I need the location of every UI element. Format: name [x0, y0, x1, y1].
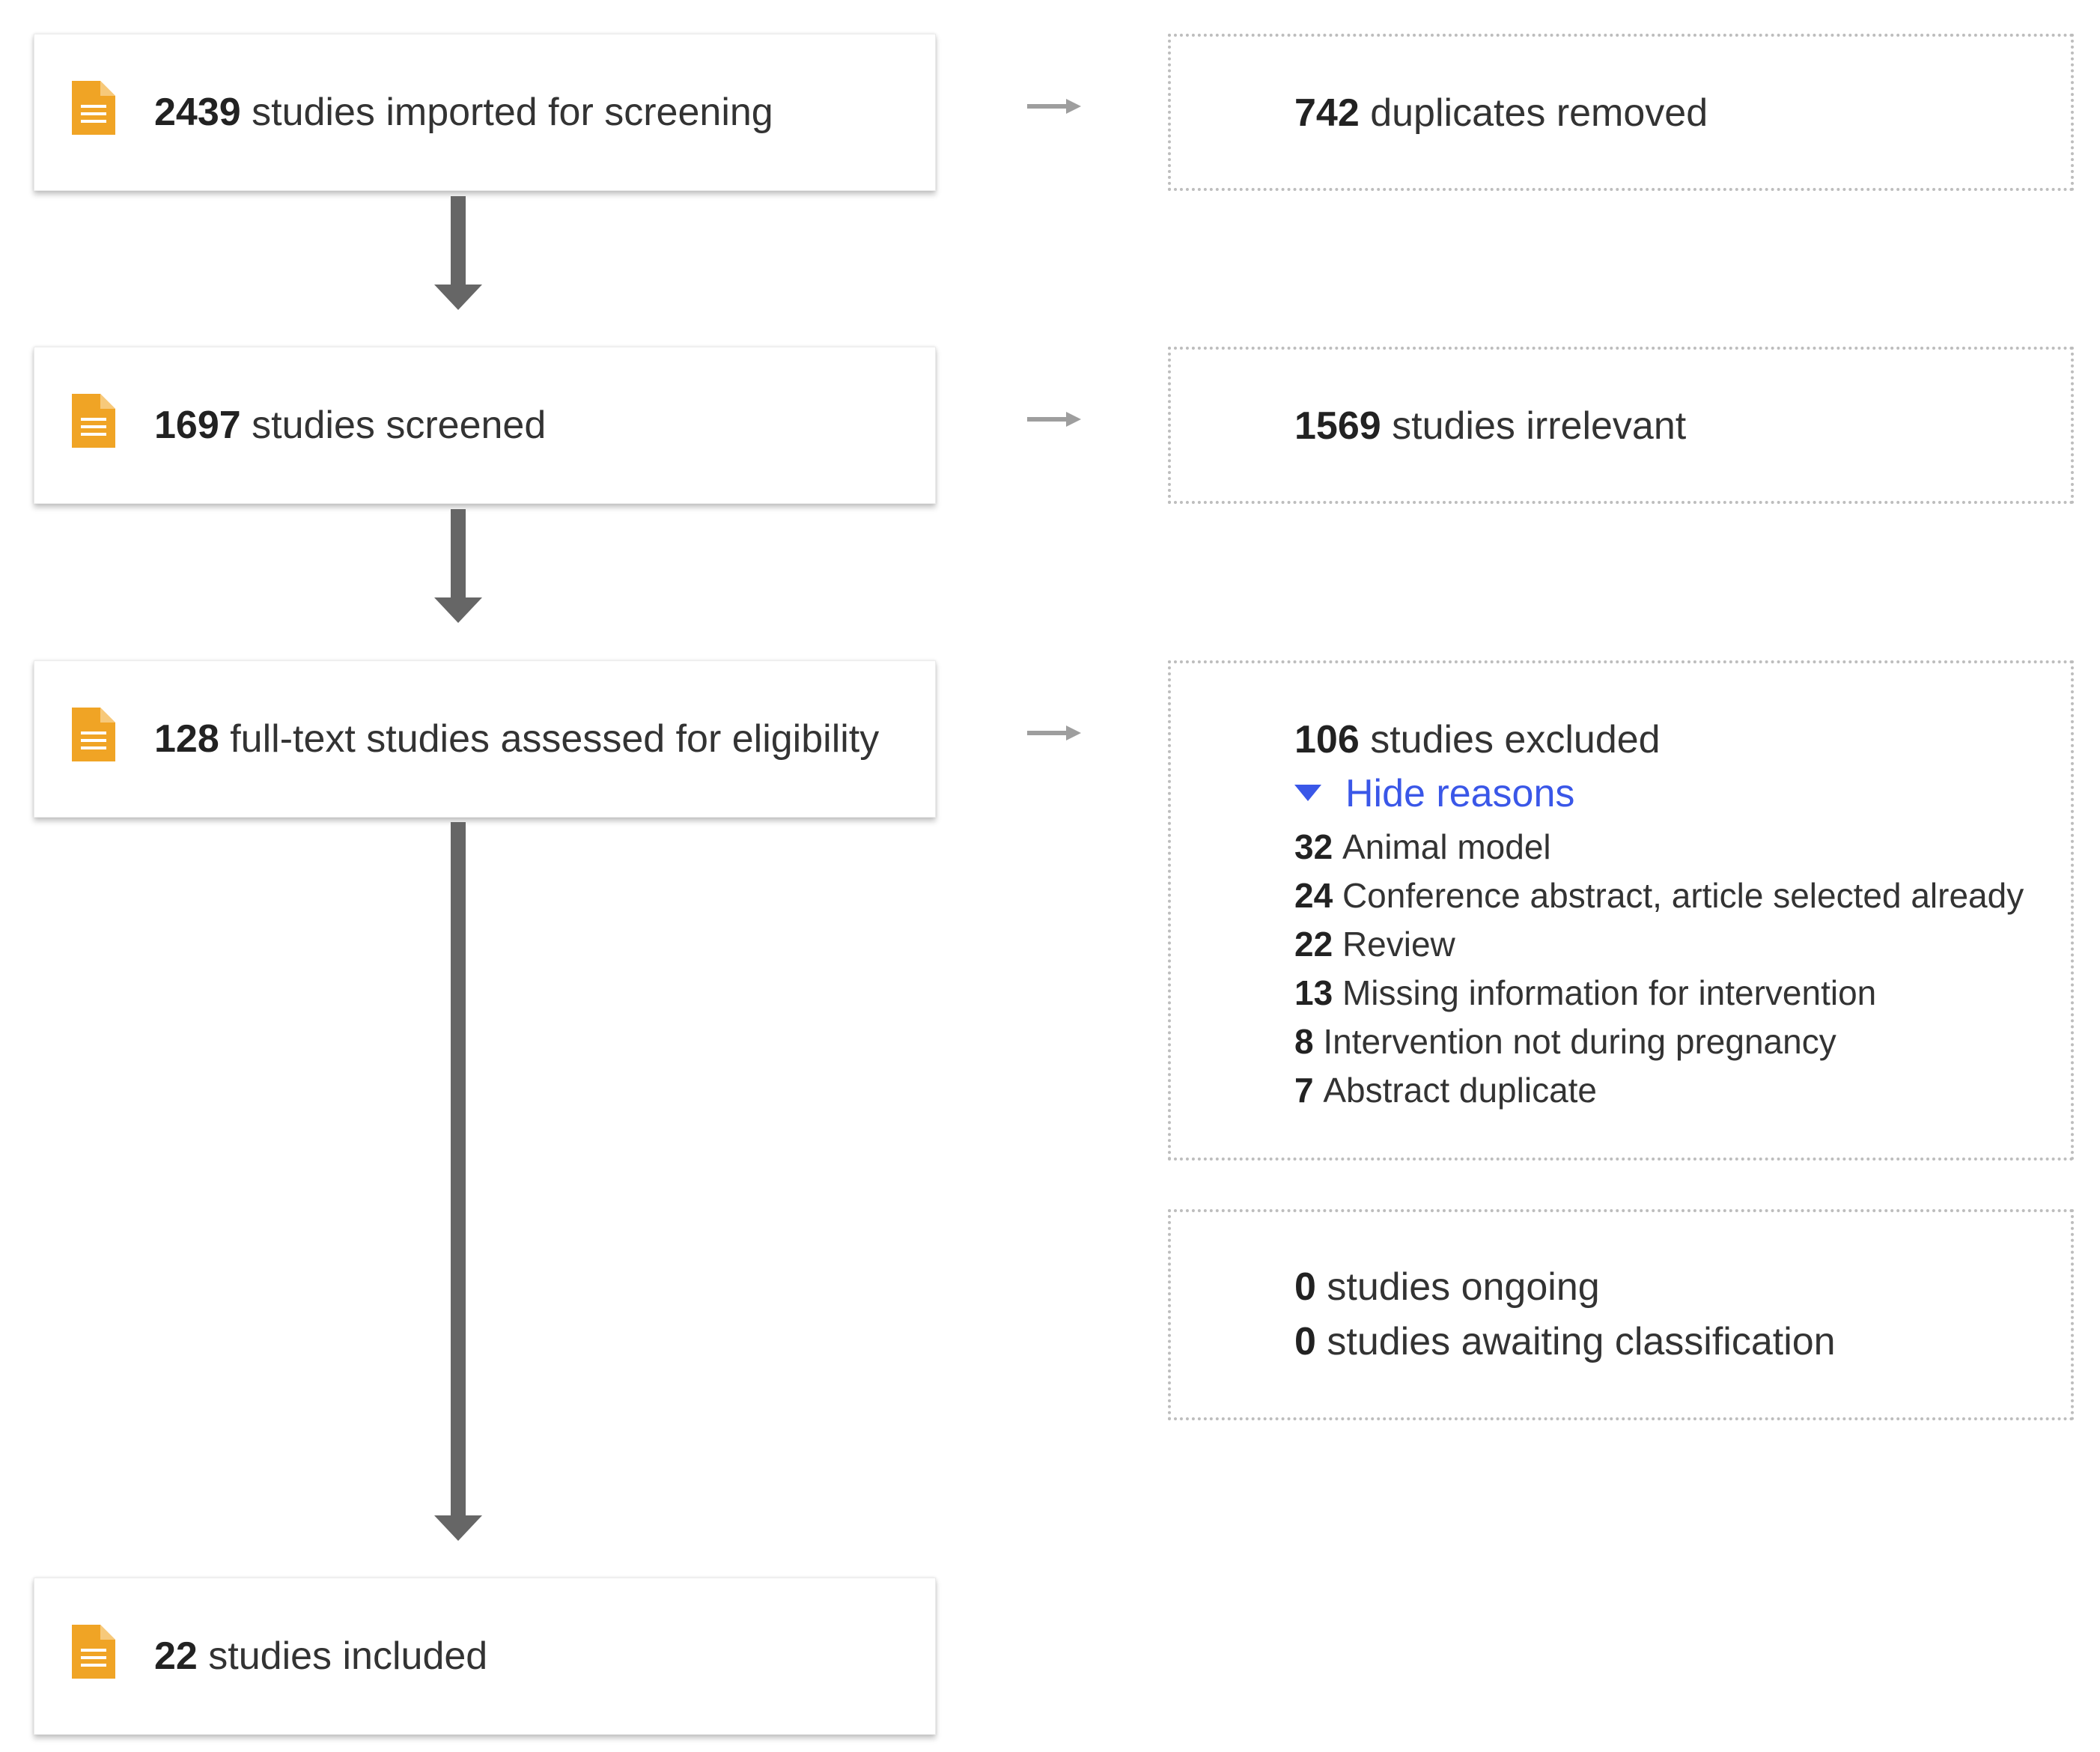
excluded-text: 106 studies excluded: [1294, 717, 1661, 762]
stage-text: 1697 studies screened: [154, 347, 546, 503]
arrow-down-icon: [434, 597, 482, 623]
excluded-box: 106 studies excluded Hide reasons 32 Ani…: [1168, 660, 2074, 1161]
stage-label: full-text studies assessed for eligibili…: [230, 717, 880, 761]
stage-label: studies imported for screening: [252, 91, 773, 134]
awaiting-count: 0: [1294, 1320, 1316, 1363]
excluded-label: studies excluded: [1370, 718, 1661, 761]
arrow-down-icon: [434, 1515, 482, 1541]
stage-count: 1697: [154, 404, 241, 447]
ongoing-label: studies ongoing: [1327, 1265, 1600, 1309]
triangle-down-icon: [1294, 785, 1321, 802]
reason-label: Intervention not during pregnancy: [1323, 1022, 1836, 1061]
stage-label: studies screened: [252, 404, 547, 447]
removed-label: duplicates removed: [1370, 91, 1708, 135]
awaiting-label: studies awaiting classification: [1327, 1320, 1836, 1363]
reason-label: Review: [1342, 925, 1455, 964]
stage-box-assessed: 128 full-text studies assessed for eligi…: [34, 660, 936, 818]
flow-arrow-shaft: [451, 822, 466, 1518]
reason-count: 22: [1294, 925, 1333, 964]
removed-count: 742: [1294, 91, 1360, 135]
reason-item: 7 Abstract duplicate: [1294, 1070, 1597, 1110]
reason-label: Abstract duplicate: [1323, 1071, 1598, 1110]
reason-label: Missing information for intervention: [1342, 973, 1877, 1012]
stage-count: 22: [154, 1634, 198, 1678]
stage-text: 128 full-text studies assessed for eligi…: [154, 661, 879, 817]
reason-label: Animal model: [1342, 827, 1551, 866]
removed-box-duplicates: 742 duplicates removed: [1168, 34, 2074, 191]
reason-count: 8: [1294, 1022, 1314, 1061]
stage-count: 2439: [154, 91, 241, 134]
document-icon: [72, 394, 115, 448]
other-status-box: 0 studies ongoing 0 studies awaiting cla…: [1168, 1209, 2074, 1420]
hide-reasons-toggle[interactable]: Hide reasons: [1294, 771, 1574, 816]
reason-label: Conference abstract, article selected al…: [1342, 876, 2024, 915]
reason-item: 22 Review: [1294, 924, 1455, 964]
flow-arrow-shaft: [451, 196, 466, 288]
removed-text: 1569 studies irrelevant: [1294, 404, 1686, 448]
stage-text: 2439 studies imported for screening: [154, 34, 773, 190]
arrow-right-icon: [1027, 412, 1081, 427]
removed-box-irrelevant: 1569 studies irrelevant: [1168, 347, 2074, 504]
awaiting-text: 0 studies awaiting classification: [1294, 1319, 1836, 1364]
ongoing-count: 0: [1294, 1265, 1316, 1309]
hide-reasons-label: Hide reasons: [1345, 772, 1575, 815]
arrow-down-icon: [434, 285, 482, 310]
flow-arrow-shaft: [451, 509, 466, 600]
stage-text: 22 studies included: [154, 1578, 487, 1734]
arrow-right-icon: [1027, 726, 1081, 740]
stage-label: studies included: [208, 1634, 488, 1678]
excluded-count: 106: [1294, 718, 1360, 761]
ongoing-text: 0 studies ongoing: [1294, 1265, 1600, 1310]
stage-box-screened: 1697 studies screened: [34, 347, 936, 504]
reason-count: 13: [1294, 973, 1333, 1012]
document-icon: [72, 1625, 115, 1679]
document-icon: [72, 81, 115, 135]
reason-item: 24 Conference abstract, article selected…: [1294, 875, 2024, 916]
stage-box-imported: 2439 studies imported for screening: [34, 34, 936, 191]
stage-box-included: 22 studies included: [34, 1578, 936, 1735]
reason-item: 8 Intervention not during pregnancy: [1294, 1021, 1836, 1062]
reason-item: 13 Missing information for intervention: [1294, 973, 1876, 1013]
reason-count: 7: [1294, 1071, 1314, 1110]
reason-count: 32: [1294, 827, 1333, 866]
removed-label: studies irrelevant: [1392, 404, 1687, 448]
document-icon: [72, 708, 115, 761]
removed-count: 1569: [1294, 404, 1381, 448]
removed-text: 742 duplicates removed: [1294, 91, 1708, 136]
stage-count: 128: [154, 717, 219, 761]
reason-item: 32 Animal model: [1294, 827, 1551, 867]
reason-count: 24: [1294, 876, 1333, 915]
arrow-right-icon: [1027, 99, 1081, 114]
